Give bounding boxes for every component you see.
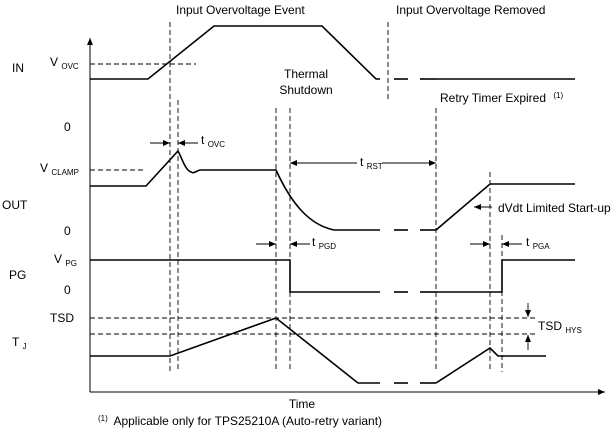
- pg-waveform-restart: [436, 259, 575, 293]
- footnote-text: Applicable only for TPS25210A (Auto-retr…: [113, 414, 382, 428]
- footnote: (1) Applicable only for TPS25210A (Auto-…: [98, 410, 382, 428]
- tpga-main: t: [526, 235, 530, 249]
- signal-tj-sub: J: [22, 342, 26, 351]
- tj-waveform-restart: [435, 346, 546, 384]
- trst-sub: RST: [367, 162, 383, 171]
- tpgd-main: t: [312, 235, 316, 249]
- vovc-sub: OVC: [61, 62, 79, 71]
- tovc-main: t: [201, 133, 205, 147]
- level-label-tsd-hys: TSD HYS: [538, 319, 582, 335]
- vpg-sub: PG: [65, 259, 77, 268]
- vclamp-main: V: [40, 161, 48, 175]
- tpgd-sub: PGD: [319, 242, 337, 251]
- signal-in: IN: [12, 61, 24, 75]
- retry-timer-note-ref: (1): [553, 91, 563, 100]
- tsdhys-main: TSD: [538, 319, 562, 333]
- level-label-vclamp: V CLAMP: [40, 161, 79, 177]
- retry-timer-text: Retry Timer Expired: [440, 91, 546, 105]
- vpg-main: V: [54, 252, 62, 266]
- timing-label-tpgd: t PGD: [312, 235, 336, 251]
- label-overvoltage-event: Input Overvoltage Event: [176, 3, 305, 17]
- label-overvoltage-removed: Input Overvoltage Removed: [396, 3, 545, 17]
- level-label-tsd: TSD: [50, 311, 74, 325]
- signal-out: OUT: [2, 198, 28, 212]
- vclamp-sub: CLAMP: [51, 168, 79, 177]
- signal-tj: T J: [12, 335, 26, 351]
- out-waveform: [90, 149, 380, 231]
- level-label-zero-out-bottom: 0: [64, 224, 71, 238]
- tpga-sub: PGA: [533, 242, 551, 251]
- in-waveform: [90, 25, 380, 80]
- label-thermal-line1: Thermal: [284, 67, 328, 81]
- label-thermal-line2: Shutdown: [279, 83, 332, 97]
- timing-label-trst: t RST: [360, 155, 383, 171]
- vovc-main: V: [50, 55, 58, 69]
- level-label-zero-out-top: 0: [64, 120, 71, 134]
- tovc-sub: OVC: [208, 140, 226, 149]
- timing-label-tovc: t OVC: [201, 133, 225, 149]
- tj-waveform: [90, 317, 380, 384]
- tsdhys-sub: HYS: [565, 326, 581, 335]
- annotation-dvdt: dVdt Limited Start-up: [498, 201, 611, 215]
- label-retry-timer: Retry Timer Expired (1): [440, 91, 563, 105]
- signal-pg: PG: [9, 268, 26, 282]
- out-waveform-restart: [435, 183, 575, 231]
- footnote-ref: (1): [98, 414, 108, 423]
- pg-waveform: [90, 259, 380, 293]
- level-label-vovc: V OVC: [50, 55, 79, 71]
- level-label-vpg: V PG: [54, 252, 77, 268]
- timing-label-tpga: t PGA: [526, 235, 550, 251]
- x-axis-label: Time: [289, 397, 316, 411]
- signal-tj-main: T: [12, 335, 20, 349]
- trst-main: t: [360, 155, 364, 169]
- level-label-zero-pg: 0: [64, 283, 71, 297]
